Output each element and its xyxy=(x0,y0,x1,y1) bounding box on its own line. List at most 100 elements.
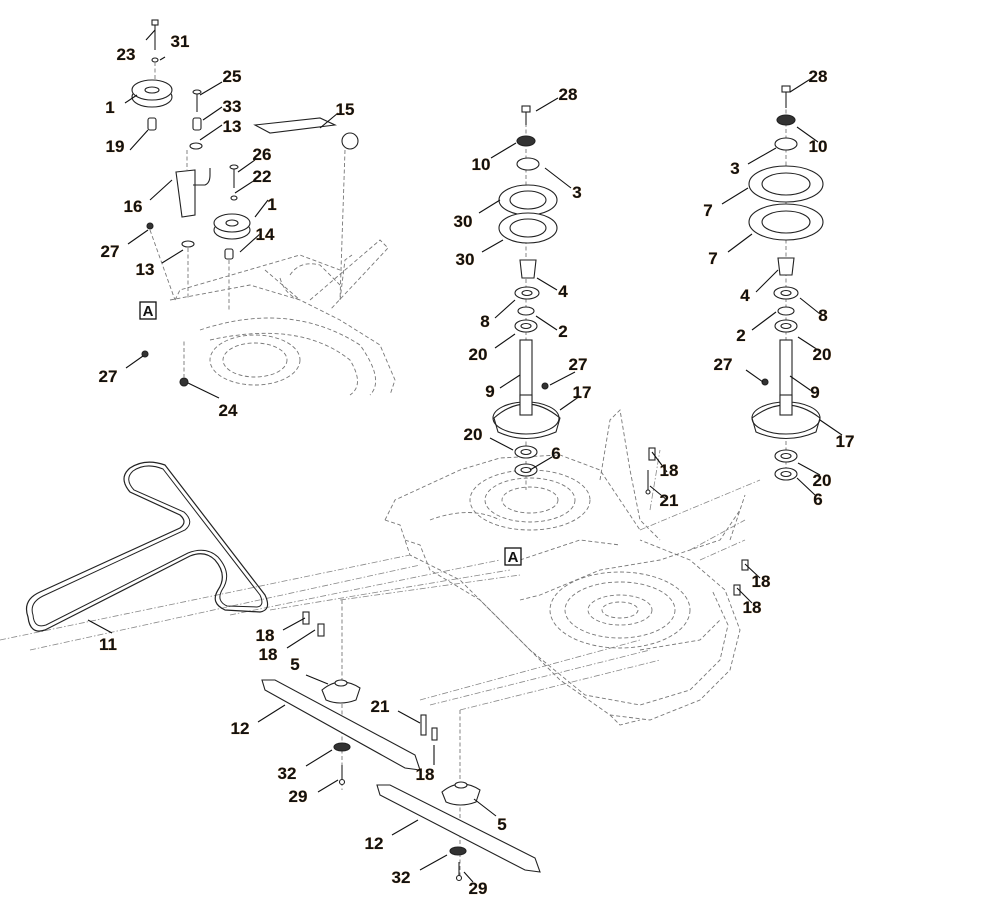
callout-18[interactable]: 18 xyxy=(258,629,316,664)
callout-number: 2 xyxy=(736,326,745,345)
callout-number: 30 xyxy=(456,250,475,269)
callout-18[interactable]: 18 xyxy=(415,745,435,784)
callout-24[interactable]: 24 xyxy=(187,382,238,420)
leader-line xyxy=(282,617,306,631)
callout-number: 18 xyxy=(743,598,762,617)
callout-25[interactable]: 25 xyxy=(199,67,242,96)
callout-number: 10 xyxy=(809,137,828,156)
callout-number: 17 xyxy=(573,383,592,402)
leader-line xyxy=(529,456,553,471)
callout-5[interactable]: 5 xyxy=(290,655,329,685)
leader-line xyxy=(149,179,173,201)
callout-28[interactable]: 28 xyxy=(535,85,578,112)
leader-line xyxy=(391,819,419,836)
leader-line xyxy=(494,299,516,319)
callout-21[interactable]: 21 xyxy=(370,697,421,724)
leader-line xyxy=(544,167,572,189)
leader-line xyxy=(463,871,474,883)
reference-markers: AA xyxy=(139,301,522,566)
callout-number: 27 xyxy=(99,367,118,386)
callout-number: 9 xyxy=(810,383,819,402)
callout-17[interactable]: 17 xyxy=(819,419,855,451)
callout-5[interactable]: 5 xyxy=(473,798,507,834)
callout-8[interactable]: 8 xyxy=(799,297,828,325)
callout-31[interactable]: 31 xyxy=(159,32,190,61)
callout-3[interactable]: 3 xyxy=(544,167,582,202)
callout-29[interactable]: 29 xyxy=(288,779,339,806)
callout-20[interactable]: 20 xyxy=(468,333,516,364)
callout-21[interactable]: 21 xyxy=(649,485,679,510)
callout-15[interactable]: 15 xyxy=(319,100,355,129)
callout-7[interactable]: 7 xyxy=(708,233,753,268)
callout-18[interactable]: 18 xyxy=(255,617,306,645)
callout-1[interactable]: 1 xyxy=(105,94,138,117)
callout-number: 28 xyxy=(809,67,828,86)
leader-line xyxy=(257,704,286,723)
callout-13[interactable]: 13 xyxy=(135,249,184,279)
callout-2[interactable]: 2 xyxy=(535,315,568,341)
leader-line xyxy=(187,382,220,399)
callout-18[interactable]: 18 xyxy=(651,451,679,480)
callout-number: 26 xyxy=(253,145,272,164)
leader-line xyxy=(419,854,448,871)
callout-7[interactable]: 7 xyxy=(703,187,749,220)
callout-22[interactable]: 22 xyxy=(234,167,272,194)
callout-3[interactable]: 3 xyxy=(730,147,777,178)
callout-8[interactable]: 8 xyxy=(480,299,516,331)
callout-2[interactable]: 2 xyxy=(736,311,777,345)
callout-number: 12 xyxy=(231,719,250,738)
callout-26[interactable]: 26 xyxy=(237,145,272,173)
callout-27[interactable]: 27 xyxy=(549,355,588,386)
callout-29[interactable]: 29 xyxy=(463,871,488,898)
callout-27[interactable]: 27 xyxy=(100,229,149,261)
callout-13[interactable]: 13 xyxy=(199,117,242,141)
callout-27[interactable]: 27 xyxy=(98,355,144,386)
callout-number: 1 xyxy=(105,98,114,117)
callout-1[interactable]: 1 xyxy=(254,195,277,218)
callout-9[interactable]: 9 xyxy=(485,374,521,401)
callout-20[interactable]: 20 xyxy=(463,425,514,451)
callout-28[interactable]: 28 xyxy=(789,67,828,93)
callout-20[interactable]: 20 xyxy=(797,462,832,490)
callout-18[interactable]: 18 xyxy=(736,587,762,617)
leader-line xyxy=(535,315,558,331)
callout-33[interactable]: 33 xyxy=(202,97,242,121)
leader-line xyxy=(319,112,339,129)
callout-16[interactable]: 16 xyxy=(123,179,173,216)
callout-10[interactable]: 10 xyxy=(796,126,828,156)
callout-11[interactable]: 11 xyxy=(87,619,117,654)
callout-6[interactable]: 6 xyxy=(529,444,561,471)
callout-4[interactable]: 4 xyxy=(536,277,568,301)
leader-line xyxy=(129,129,149,151)
callout-number: 1 xyxy=(267,195,276,214)
callout-32[interactable]: 32 xyxy=(391,854,448,887)
callout-23[interactable]: 23 xyxy=(116,29,156,64)
callout-30[interactable]: 30 xyxy=(455,239,504,269)
leader-line xyxy=(559,395,581,411)
callout-number: 28 xyxy=(559,85,578,104)
leader-line xyxy=(721,187,749,205)
callout-20[interactable]: 20 xyxy=(797,336,832,364)
callout-number: 21 xyxy=(660,491,679,510)
callout-18[interactable]: 18 xyxy=(744,563,771,591)
callout-12[interactable]: 12 xyxy=(364,819,419,853)
callout-number: 27 xyxy=(714,355,733,374)
callout-number: 20 xyxy=(469,345,488,364)
callout-number: 17 xyxy=(836,432,855,451)
callout-10[interactable]: 10 xyxy=(471,142,517,174)
callout-6[interactable]: 6 xyxy=(796,477,823,509)
callout-12[interactable]: 12 xyxy=(230,704,286,738)
callout-32[interactable]: 32 xyxy=(277,749,333,783)
callout-30[interactable]: 30 xyxy=(453,199,501,231)
callout-number: 24 xyxy=(219,401,238,420)
callout-19[interactable]: 19 xyxy=(105,129,149,156)
callout-27[interactable]: 27 xyxy=(713,355,764,383)
reference-marker-label: A xyxy=(508,549,519,566)
callout-number: 31 xyxy=(171,32,190,51)
callout-number: 27 xyxy=(569,355,588,374)
callout-number: 4 xyxy=(558,282,568,301)
callout-4[interactable]: 4 xyxy=(740,269,779,305)
callout-17[interactable]: 17 xyxy=(559,383,592,411)
callout-14[interactable]: 14 xyxy=(239,225,275,253)
callout-9[interactable]: 9 xyxy=(789,375,820,402)
